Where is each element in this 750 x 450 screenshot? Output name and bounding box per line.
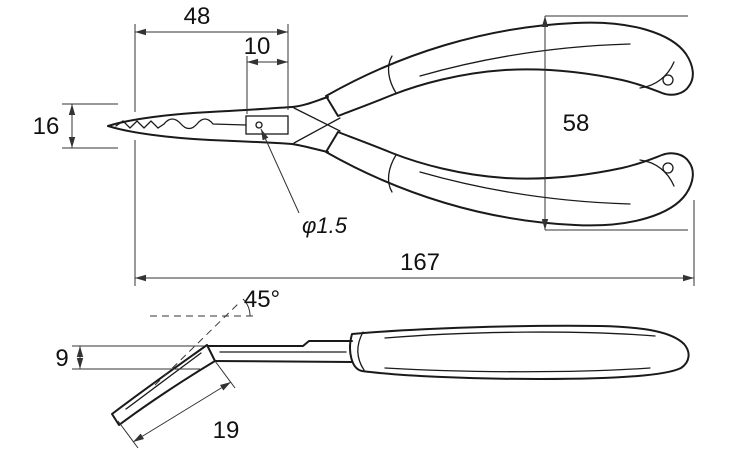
bottom-grip	[349, 324, 690, 380]
lower-grip-contour	[419, 171, 631, 205]
leader-line-hole-diameter	[260, 128, 300, 214]
dim-handle-spread-label: 58	[563, 110, 590, 137]
upper-grip-contour	[419, 43, 631, 77]
dimensions-bottom-view: 45° 9 19	[55, 286, 280, 449]
dim-bent-tip-length-label: 19	[213, 417, 240, 444]
pivot-cross-line-1	[293, 107, 341, 132]
pliers-bottom-view	[111, 324, 690, 426]
lower-grip-end-contour	[639, 159, 675, 187]
jaw-cutter-notches	[163, 118, 247, 130]
pliers-top-view	[107, 21, 694, 227]
dim-overall-length-label: 167	[400, 249, 440, 276]
ext-line-19-tip	[117, 420, 139, 449]
dim-head-height-label: 16	[33, 113, 60, 140]
upper-handle-hole	[662, 74, 674, 86]
jaw-serrations	[115, 120, 165, 129]
lower-jaw-edge	[107, 125, 329, 153]
angle-reference-diagonal	[154, 301, 241, 386]
rivet-hole	[255, 121, 263, 129]
ext-line-19-bend	[214, 360, 236, 389]
dimensions-top-view: 48 10 16 58 φ1.5 167	[33, 3, 695, 286]
bent-nose-seam	[125, 352, 202, 410]
lower-handle	[325, 131, 694, 227]
lower-handle-hole	[662, 162, 674, 174]
dim-joint-detail-label: 10	[244, 33, 271, 60]
upper-handle	[325, 21, 694, 117]
angle-arc	[242, 298, 251, 317]
bottom-grip-contour-top	[384, 331, 656, 339]
box-joint	[245, 115, 289, 135]
dim-bend-angle-label: 45°	[244, 286, 280, 313]
dim-hole-diameter-label: φ1.5	[302, 213, 348, 238]
upper-jaw-edge	[107, 96, 329, 127]
upper-grip-boundary	[387, 55, 397, 94]
pivot-cross-line-2	[293, 117, 341, 144]
dim-tip-height-label: 9	[55, 345, 68, 372]
shank-top-edge	[206, 340, 353, 347]
bottom-grip-end-boundary	[357, 331, 365, 371]
bent-nose	[111, 344, 216, 426]
upper-grip-end-contour	[639, 61, 675, 89]
lower-grip-boundary	[387, 154, 397, 193]
bottom-grip-contour-bottom	[384, 367, 651, 373]
dim-line-bent-tip-length	[132, 381, 232, 443]
dim-nose-length-label: 48	[184, 3, 211, 30]
shank-bottom-edge	[211, 360, 353, 363]
